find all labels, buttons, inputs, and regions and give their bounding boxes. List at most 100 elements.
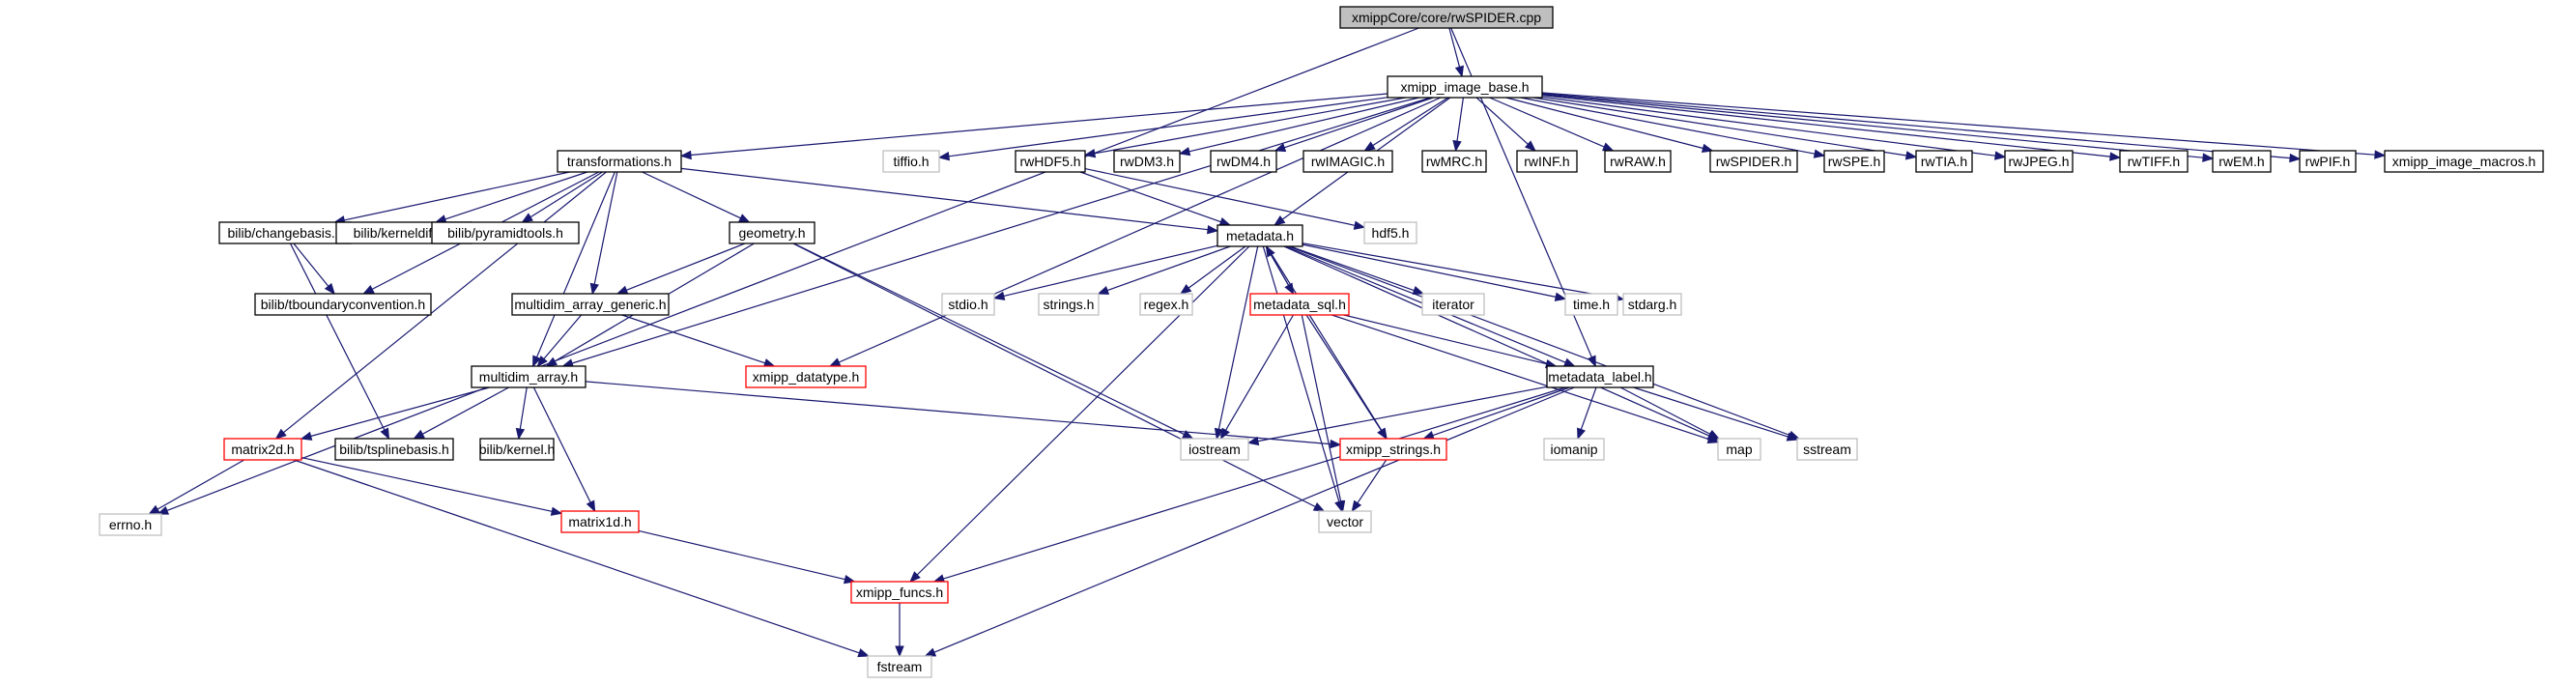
node-box xyxy=(1015,150,1086,173)
edge-metadata_sql-to-metadata xyxy=(1265,244,1295,295)
edge-metadata-to-iostream xyxy=(1214,245,1259,441)
node-box xyxy=(1421,150,1487,173)
edge-line xyxy=(948,97,1388,157)
node-box xyxy=(334,438,454,461)
node-box xyxy=(850,581,949,604)
edge-metadata-to-stdio xyxy=(992,244,1218,300)
edge-xmipp_image_base-to-xmipp_datatype xyxy=(828,97,1442,367)
edge-geometry-to-multidim_generic xyxy=(615,243,746,295)
edge-line xyxy=(1079,171,1221,223)
node-box xyxy=(431,221,580,244)
edge-rwspider_cpp-to-xmipp_image_base xyxy=(1448,27,1464,78)
node-xmipp_strings[interactable]: xmipp_strings.h xyxy=(1339,438,1447,461)
node-label: xmipp_funcs.h xyxy=(856,585,943,600)
node-xmipp_datatype[interactable]: xmipp_datatype.h xyxy=(745,365,867,388)
edge-xmipp_image_base-to-rwtiff xyxy=(1541,95,2122,161)
node-iostream: iostream xyxy=(1180,438,1249,461)
node-box xyxy=(1318,510,1372,533)
edge-line xyxy=(1270,254,1295,295)
node-box xyxy=(99,513,162,536)
edge-line xyxy=(1532,97,1907,157)
node-metadata_sql[interactable]: metadata_sql.h xyxy=(1249,293,1350,316)
node-transformations[interactable]: transformations.h xyxy=(557,150,682,173)
edge-line xyxy=(943,386,1566,580)
edge-line xyxy=(838,97,1442,363)
edge-line xyxy=(1217,245,1259,430)
node-label: rwTIFF.h xyxy=(2128,154,2180,169)
node-xmipp_image_base[interactable]: xmipp_image_base.h xyxy=(1387,75,1543,99)
node-kernel[interactable]: bilib/kernel.h xyxy=(479,438,556,461)
node-rwraw[interactable]: rwRAW.h xyxy=(1604,150,1672,173)
edge-line xyxy=(933,386,1575,653)
edge-matrix2d-to-fstream xyxy=(294,459,871,658)
node-rwspe[interactable]: rwSPE.h xyxy=(1823,150,1885,173)
node-hdf5: hdf5.h xyxy=(1363,221,1417,244)
node-rwpif[interactable]: rwPIF.h xyxy=(2299,150,2357,173)
node-multidim_generic[interactable]: multidim_array_generic.h xyxy=(511,293,670,316)
edge-arrowhead xyxy=(2374,150,2387,159)
edge-multidim-to-matrix1d xyxy=(532,386,596,513)
node-image_macros[interactable]: xmipp_image_macros.h xyxy=(2384,150,2544,173)
edge-metadata-to-stdarg xyxy=(1302,243,1625,302)
node-label: xmipp_datatype.h xyxy=(753,369,860,385)
node-rwtiff[interactable]: rwTIFF.h xyxy=(2119,150,2189,173)
node-label: matrix2d.h xyxy=(231,442,294,457)
node-box xyxy=(1339,438,1447,461)
node-box xyxy=(479,438,555,461)
node-rwhdf5[interactable]: rwHDF5.h xyxy=(1015,150,1086,173)
node-label: xmipp_image_base.h xyxy=(1400,79,1529,95)
edge-transformations-to-multidim_generic xyxy=(589,171,618,296)
node-label: regex.h xyxy=(1144,297,1189,312)
edge-arrowhead xyxy=(679,150,692,160)
node-box xyxy=(1604,150,1672,173)
node-rwdm4[interactable]: rwDM4.h xyxy=(1210,150,1277,173)
node-rwspider_h[interactable]: rwSPIDER.h xyxy=(1709,150,1798,173)
node-label: sstream xyxy=(1803,442,1851,457)
node-rwtia[interactable]: rwTIA.h xyxy=(1915,150,1973,173)
node-matrix1d[interactable]: matrix1d.h xyxy=(560,510,640,533)
node-label: rwTIA.h xyxy=(1921,154,1967,169)
node-metadata[interactable]: metadata.h xyxy=(1216,224,1303,247)
node-tboundary[interactable]: bilib/tboundaryconvention.h xyxy=(254,293,432,316)
node-changebasis[interactable]: bilib/changebasis.h xyxy=(218,221,352,244)
edge-arrowhead xyxy=(1312,502,1326,512)
node-tsplinebasis[interactable]: bilib/tsplinebasis.h xyxy=(334,438,454,461)
edge-line xyxy=(1505,97,1703,150)
edge-arrowhead xyxy=(1219,427,1230,441)
node-multidim[interactable]: multidim_array.h xyxy=(471,365,587,388)
node-label: rwDM4.h xyxy=(1216,154,1271,169)
edge-xmipp_image_base-to-rwjpeg xyxy=(1541,96,2007,160)
node-rwmrc[interactable]: rwMRC.h xyxy=(1421,150,1487,173)
node-matrix2d[interactable]: matrix2d.h xyxy=(223,438,302,461)
node-geometry[interactable]: geometry.h xyxy=(729,221,816,244)
edge-line xyxy=(1257,385,1548,442)
edge-arrowhead xyxy=(545,357,558,367)
node-label: errno.h xyxy=(109,517,152,532)
node-iomanip: iomanip xyxy=(1543,438,1605,461)
edge-arrowhead xyxy=(413,429,425,440)
edge-arrowhead xyxy=(550,506,563,516)
edge-multidim_generic-to-multidim xyxy=(536,314,583,368)
edge-arrowhead xyxy=(515,427,526,441)
node-rwjpeg[interactable]: rwJPEG.h xyxy=(2004,150,2074,173)
node-rwimagic[interactable]: rwIMAGIC.h xyxy=(1302,150,1393,173)
edge-arrowhead xyxy=(909,571,921,583)
edge-line xyxy=(1284,97,1434,149)
node-rwdm3[interactable]: rwDM3.h xyxy=(1113,150,1181,173)
edge-arrowhead xyxy=(1330,439,1342,449)
node-pyramidtools[interactable]: bilib/pyramidtools.h xyxy=(431,221,580,244)
edge-arrowhead xyxy=(1097,286,1110,295)
node-rwinf[interactable]: rwINF.h xyxy=(1516,150,1578,173)
edge-line xyxy=(916,245,1250,576)
node-label: matrix1d.h xyxy=(568,514,631,529)
node-metadata_label[interactable]: metadata_label.h xyxy=(1546,365,1654,388)
node-box xyxy=(1564,293,1618,316)
edge-line xyxy=(1541,93,2291,159)
edge-line xyxy=(1633,386,1789,438)
node-xmipp_funcs[interactable]: xmipp_funcs.h xyxy=(850,581,949,604)
node-label: bilib/kernel.h xyxy=(479,442,556,457)
node-rwem[interactable]: rwEM.h xyxy=(2212,150,2272,173)
edge-arrowhead xyxy=(1601,142,1615,152)
edge-arrowhead xyxy=(1274,215,1286,226)
edge-line xyxy=(1224,314,1295,431)
